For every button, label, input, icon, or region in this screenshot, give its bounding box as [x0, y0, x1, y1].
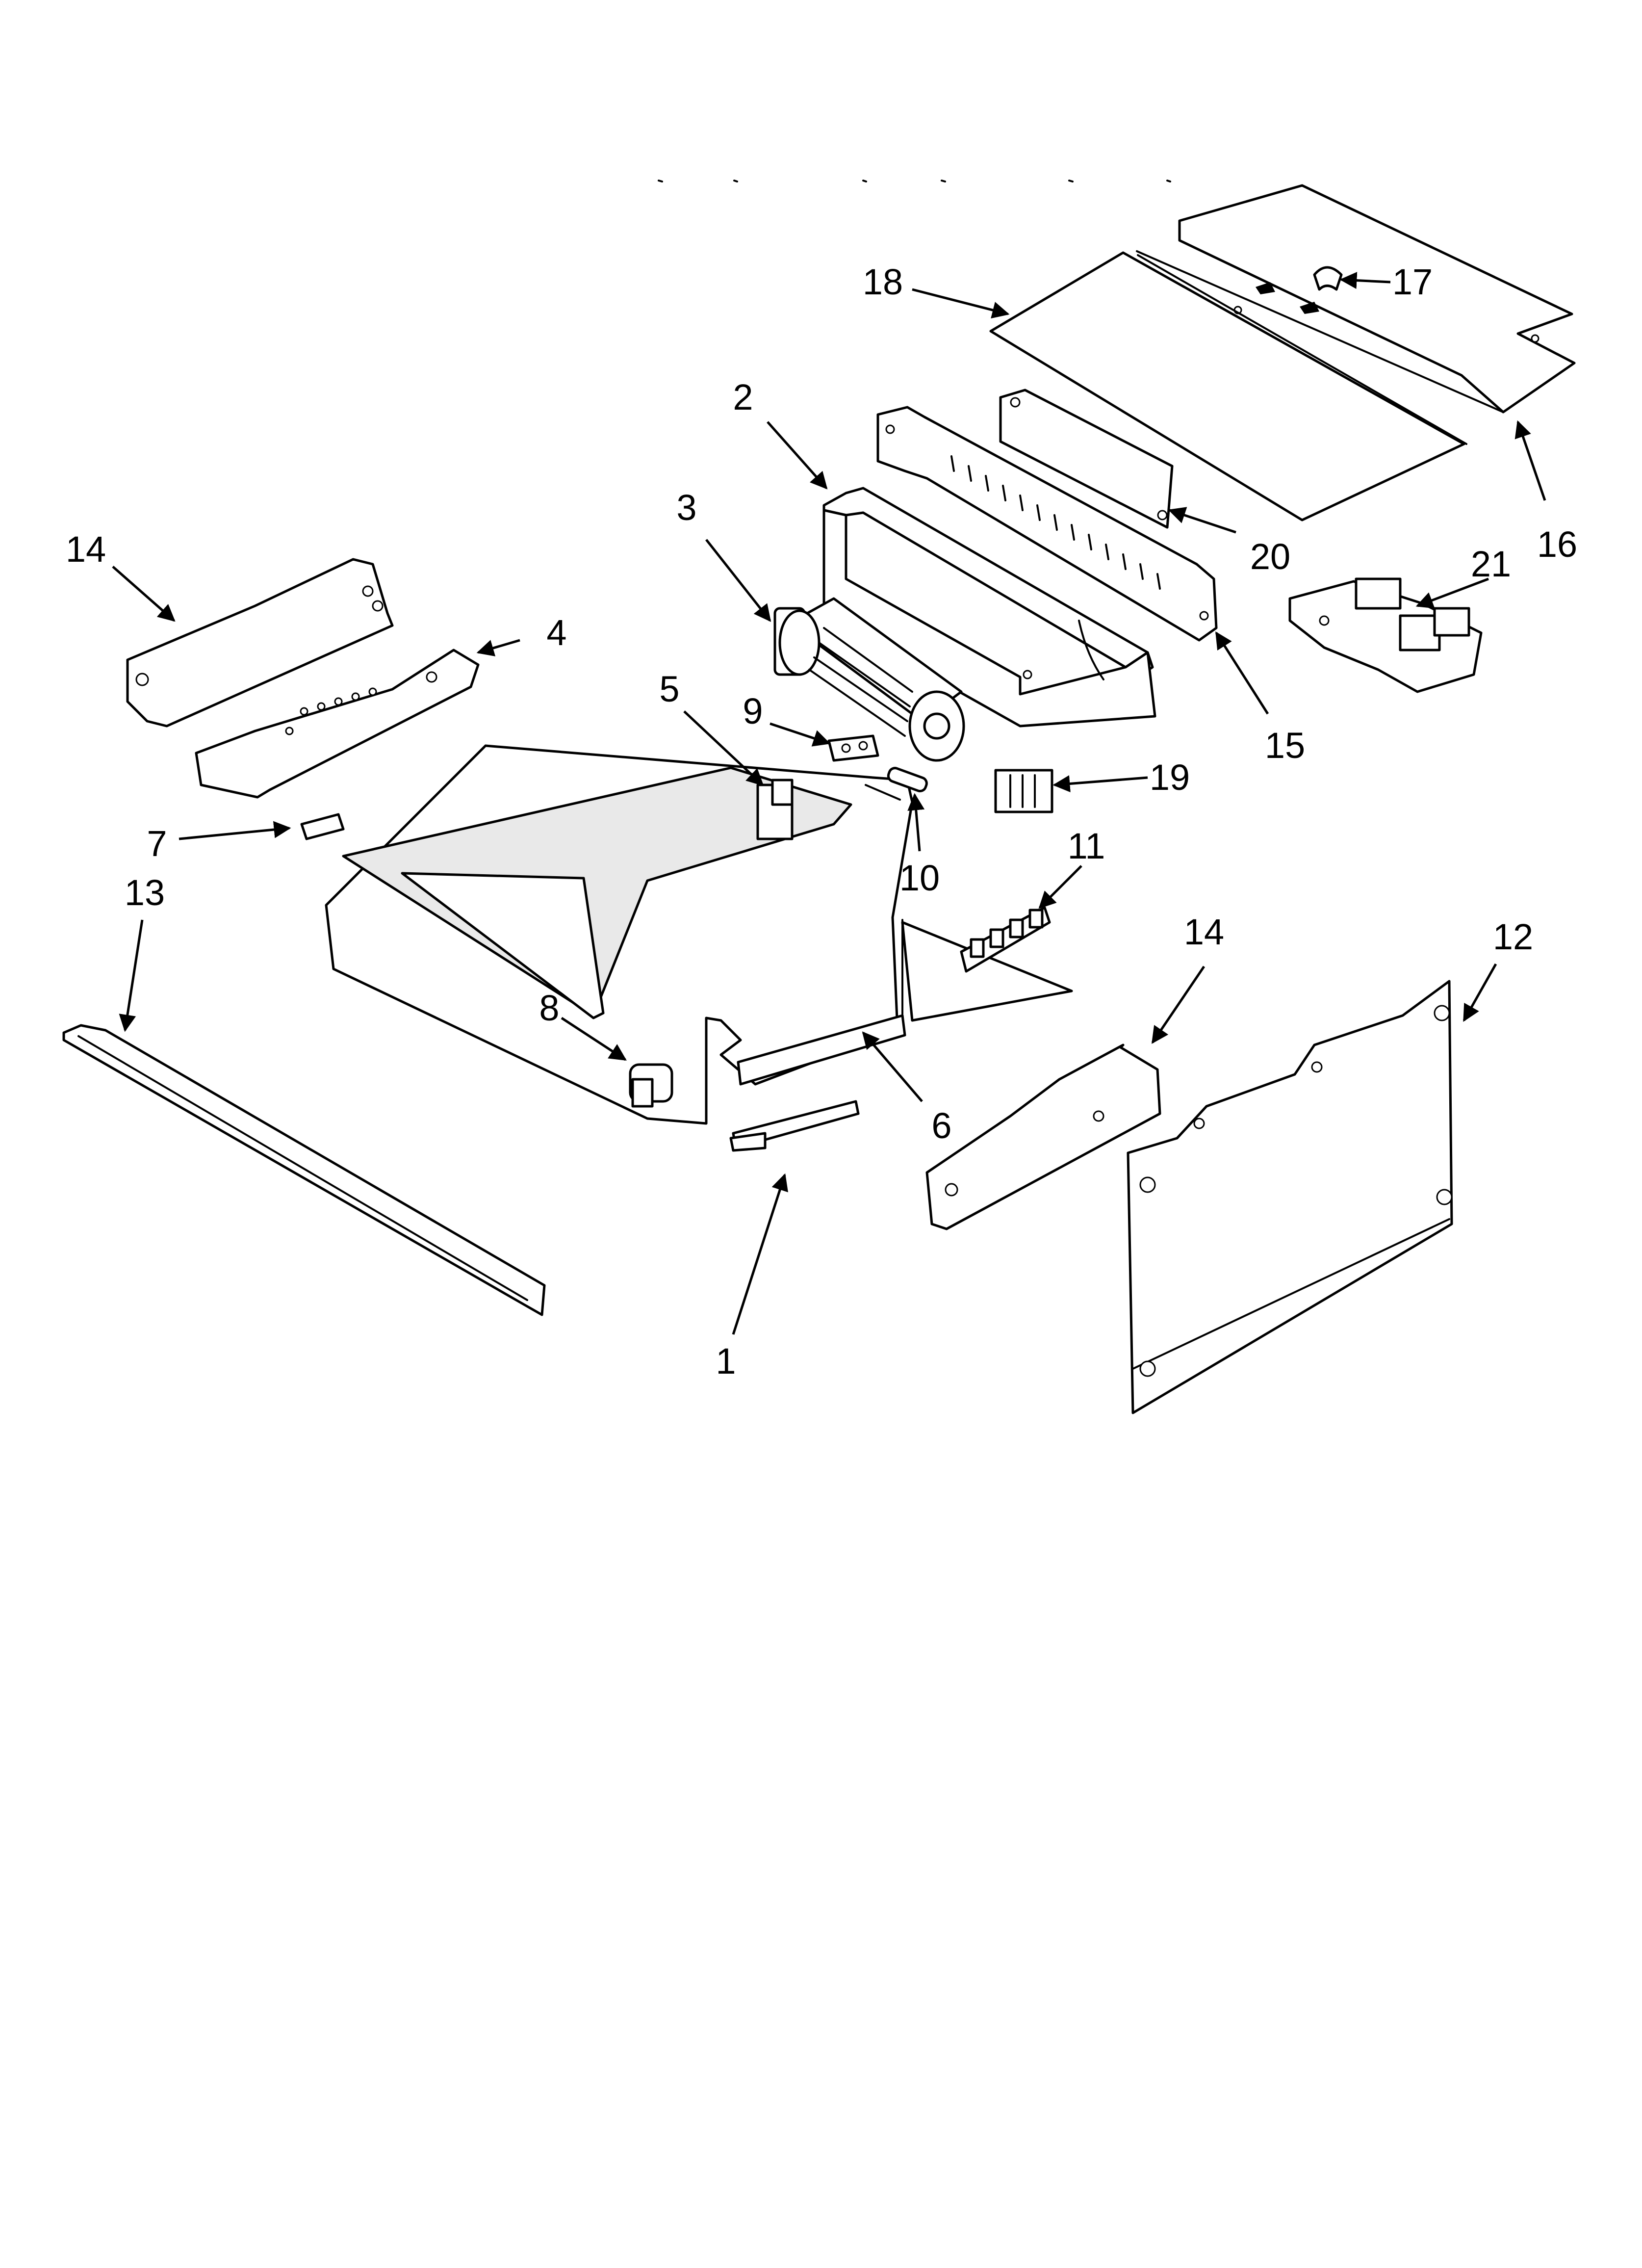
part-16-top-cover [1136, 184, 1576, 414]
top-marks [658, 180, 1171, 182]
callout-2: 2 [733, 377, 753, 417]
part-21-relay-board [1288, 577, 1483, 693]
leader-12 [1462, 963, 1497, 1022]
callout-labels: 1 2 3 4 5 6 7 8 9 10 11 12 13 14 14 15 1… [66, 261, 1577, 1382]
part-8-lamp-socket [629, 1063, 673, 1108]
callout-7: 7 [147, 823, 167, 864]
leader-14a [112, 566, 176, 622]
part-6-chassis [325, 744, 1073, 1149]
callout-13: 13 [125, 872, 165, 913]
callout-16: 16 [1537, 524, 1577, 565]
callout-5: 5 [659, 669, 679, 709]
leader-19 [1052, 775, 1148, 792]
leader-21 [1415, 577, 1489, 609]
callout-11: 11 [1068, 826, 1105, 866]
part-14-left-bracket [126, 558, 394, 728]
part-2-shroud [822, 487, 1156, 728]
leader-9 [770, 722, 831, 747]
part-19-transformer [994, 769, 1053, 813]
leader-13 [119, 919, 144, 1032]
callout-20: 20 [1250, 536, 1290, 577]
part-1-guide-rail [729, 1132, 767, 1152]
callout-14b: 14 [1184, 912, 1224, 952]
callout-19: 19 [1150, 757, 1190, 798]
part-5-thermal-switch [756, 779, 794, 840]
callout-18: 18 [863, 261, 903, 302]
leader-8 [561, 1017, 627, 1061]
callout-9: 9 [743, 691, 763, 731]
leader-1 [732, 1173, 788, 1335]
callout-8: 8 [539, 988, 559, 1028]
callout-3: 3 [676, 487, 696, 528]
panel-holes [1139, 1005, 1453, 1377]
part-4-mounting-plate [195, 649, 480, 799]
leader-20 [1168, 507, 1236, 534]
part-17-clamp [1256, 266, 1343, 314]
plate-holes [285, 671, 437, 735]
leader-16 [1514, 420, 1546, 501]
leader-4 [476, 639, 520, 656]
leader-2 [767, 421, 828, 490]
part-13-front-trim [62, 1024, 546, 1316]
fan-blades [808, 627, 913, 737]
part-7-clip [300, 813, 345, 840]
callout-10: 10 [899, 858, 940, 898]
leader-14b [1151, 965, 1206, 1044]
leader-7 [179, 821, 291, 840]
part-15-louver-rail [876, 406, 1218, 642]
leader-17 [1339, 272, 1391, 289]
leader-15 [1215, 631, 1269, 715]
part-3-blower-motor [773, 597, 965, 762]
leader-11 [1038, 865, 1082, 909]
leader-3 [705, 539, 771, 622]
callout-1: 1 [716, 1341, 736, 1382]
part-10-fuse [887, 767, 928, 793]
leader-6 [862, 1031, 923, 1102]
part-14-right-bracket [925, 1043, 1161, 1230]
callout-21: 21 [1471, 544, 1511, 584]
part-12-rear-panel [1127, 980, 1453, 1414]
callout-6: 6 [931, 1105, 951, 1146]
part-18-insulation [989, 251, 1467, 521]
callout-4: 4 [546, 612, 566, 653]
louver-slots [950, 455, 1161, 590]
part-11-terminal-block [960, 906, 1051, 973]
callout-15: 15 [1265, 725, 1305, 766]
callout-14a: 14 [66, 529, 106, 570]
callout-17: 17 [1392, 261, 1433, 302]
leader-18 [912, 288, 1010, 319]
leader-5 [683, 710, 764, 786]
leader-lines [112, 272, 1546, 1335]
callout-12: 12 [1493, 916, 1533, 957]
leader-10 [907, 793, 925, 852]
part-9-connector [827, 734, 879, 762]
part-20-vent-bracket [999, 389, 1174, 529]
